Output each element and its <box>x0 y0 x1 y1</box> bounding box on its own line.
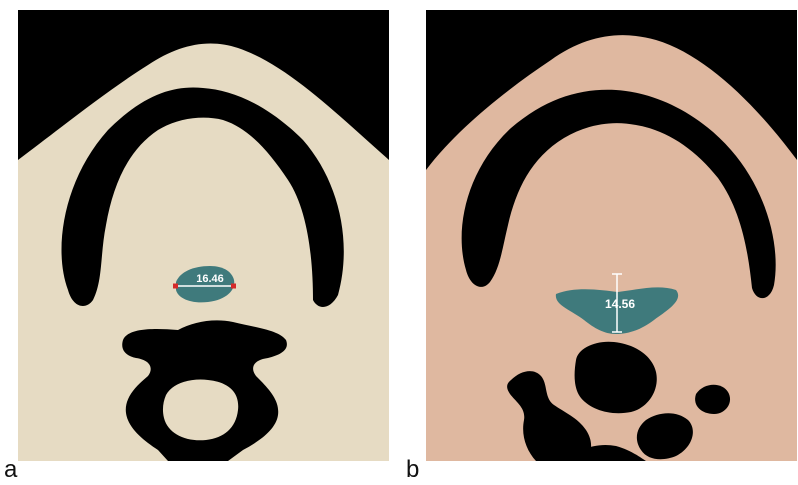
panel-b-image: 14.56 <box>426 10 797 461</box>
measurement-value: 16.46 <box>196 273 224 285</box>
measurement-endpoint-right <box>231 284 236 289</box>
measurement-endpoint-left <box>173 284 178 289</box>
measurement-value: 14.56 <box>605 297 635 311</box>
panel-b-airway-segmentation: 14.56 <box>426 10 797 461</box>
panel-label-b: b <box>406 458 419 482</box>
panel-a-airway-segmentation: 16.46 <box>18 10 389 461</box>
spinal-canal <box>163 380 238 441</box>
panel-label-a: a <box>4 458 17 482</box>
panel-a-image: 16.46 <box>18 10 389 461</box>
